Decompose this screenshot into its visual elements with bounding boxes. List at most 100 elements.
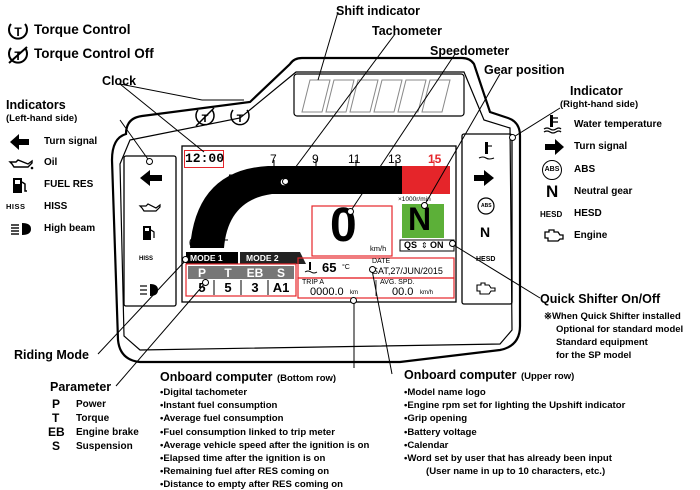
onboard-upper-subtitle: (Upper row) (520, 371, 575, 382)
trip-label: TRIP A (302, 279, 325, 286)
indicator-right-label-hesd: HESD (574, 208, 602, 219)
onboard-upper-heading: Onboard computer (Upper row) (404, 366, 574, 384)
turn-signal-left-icon (10, 134, 29, 150)
indicator-left-label-turn: Turn signal (44, 136, 98, 147)
left-indicator-list: Turn signal Oil FUEL RES HISS HISS High … (4, 132, 124, 244)
dash-abs-indicator: ABS (481, 203, 492, 209)
list-item: •Battery voltage (404, 426, 477, 438)
onboard-bottom-title: Onboard computer (160, 370, 273, 384)
qs-pointer-dot (449, 240, 456, 247)
left-ind-pointer-dot (146, 158, 153, 165)
torque-control-label: Torque Control (34, 22, 131, 37)
riding-mode-label: Riding Mode (14, 348, 89, 362)
shift-indicator-panel (293, 73, 465, 117)
list-item: •Distance to empty after RES coming on (160, 479, 344, 490)
list-item: (User name in up to 10 characters, etc.) (426, 466, 606, 478)
list-item: •Average vehicle speed after the ignitio… (160, 439, 370, 451)
param-pointer-dot (202, 279, 209, 286)
list-item: •Instant fuel consumption (160, 400, 278, 412)
svg-text:T: T (14, 25, 22, 39)
list-item: •Grip opening (404, 413, 468, 425)
temp-value: 65 (322, 260, 337, 275)
indicators-left-title: Indicators (6, 98, 66, 112)
tach-num-11: 11 (348, 152, 361, 166)
indicator-right-label-turn: Turn signal (574, 141, 628, 152)
right-ind-pointer-dot (509, 134, 516, 141)
torque-control-icon: T (8, 23, 28, 40)
tach-num-15: 15 (428, 152, 442, 166)
date-value: SAT,27/JUN/2015 (372, 266, 443, 276)
hesd-icon: HESD (540, 210, 563, 219)
list-item: •Average fuel consumption (160, 413, 284, 425)
tach-unit: ×1000r/min (398, 196, 431, 203)
engine-icon (544, 229, 564, 242)
turn-signal-right-icon (545, 139, 564, 155)
list-item: •Remaining fuel after RES coming on (160, 466, 330, 478)
avg-unit: km/h (420, 290, 434, 296)
list-item: •Model name logo (404, 387, 486, 398)
list-item: •Elapsed time after the ignition is on (160, 453, 326, 465)
list-item: •Engine rpm set for lighting the Upshift… (404, 400, 626, 412)
dash-torque-icon: T (230, 109, 250, 126)
param-key-t: T (52, 411, 60, 425)
speed-pointer-dot (347, 208, 354, 215)
oil-icon (8, 159, 34, 170)
param-value-eb: 3 (251, 280, 259, 295)
tach-num-9: 9 (312, 152, 319, 166)
param-value-s: A1 (272, 280, 290, 295)
neutral-icon: N (546, 182, 559, 201)
indicator-left-label-highbeam: High beam (44, 223, 96, 234)
param-label-engine-brake: Engine brake (76, 427, 139, 438)
tach-pointer-dot (282, 178, 289, 185)
clock-label: Clock (102, 74, 137, 88)
svg-text:T: T (202, 113, 209, 125)
indicator-right-label-abs: ABS (574, 164, 596, 175)
onboard-bottom-subtitle: (Bottom row) (276, 373, 337, 384)
torque-control-off-icon: T (8, 46, 28, 64)
tach-num-13: 13 (388, 152, 402, 166)
indicator-left-label-fuel: FUEL RES (44, 179, 94, 190)
tach-red-zone (402, 166, 450, 194)
onboard-upper-list: •Model name logo •Engine rpm set for lig… (404, 386, 625, 478)
qs-state: ON (430, 240, 444, 250)
dash-torque-off-icon: T (195, 107, 215, 127)
fuel-icon (13, 178, 27, 193)
legend-torque-control: T Torque Control (6, 20, 186, 40)
tach-num-1: 1 (194, 226, 201, 240)
speedometer-label: Speedometer (430, 44, 510, 58)
indicator-right-label-neutral: Neutral gear (574, 186, 633, 197)
mode1-tab: MODE 1 (190, 253, 223, 263)
list-item: •Digital tachometer (160, 387, 248, 398)
dash-neutral-indicator: N (480, 224, 491, 240)
bottom-row-pointer-dot (350, 297, 357, 304)
trip-value: 0000.0 (310, 286, 344, 298)
avg-value: 00.0 (392, 286, 414, 298)
quick-shifter-label: Quick Shifter On/Off (540, 292, 661, 306)
indicators-right-title: Indicator (570, 84, 623, 98)
parameter-list: P Power T Torque EB Engine brake S Suspe… (48, 397, 158, 453)
gear-pointer-dot (421, 202, 428, 209)
tach-num-5: 5 (228, 172, 235, 186)
mode2-tab: MODE 2 (246, 253, 279, 263)
dash-hesd-indicator: HESD (476, 256, 496, 263)
tachometer-label: Tachometer (372, 24, 442, 38)
upper-row-pointer-dot (369, 266, 376, 273)
param-value-t: 5 (224, 280, 232, 295)
tach-num-3: 3 (206, 198, 213, 212)
parameter-title: Parameter (50, 380, 112, 394)
temp-unit: °C (342, 264, 350, 271)
speed-unit: km/h (370, 244, 387, 253)
indicator-right-label-engine: Engine (574, 230, 608, 241)
param-key-p: P (52, 397, 61, 411)
qs-label: QS (404, 240, 418, 250)
indicator-right-label-water: Water temperature (574, 119, 662, 130)
gear-box (402, 204, 444, 238)
param-header-eb: EB (246, 266, 264, 280)
trip-unit: km (350, 290, 358, 296)
param-label-torque: Torque (76, 413, 110, 424)
list-item: •Fuel consumption linked to trip meter (160, 426, 335, 438)
param-label-power: Power (76, 399, 107, 410)
legend-torque-control-off: T Torque Control Off (6, 44, 206, 64)
indicator-left-label-oil: Oil (44, 157, 58, 168)
